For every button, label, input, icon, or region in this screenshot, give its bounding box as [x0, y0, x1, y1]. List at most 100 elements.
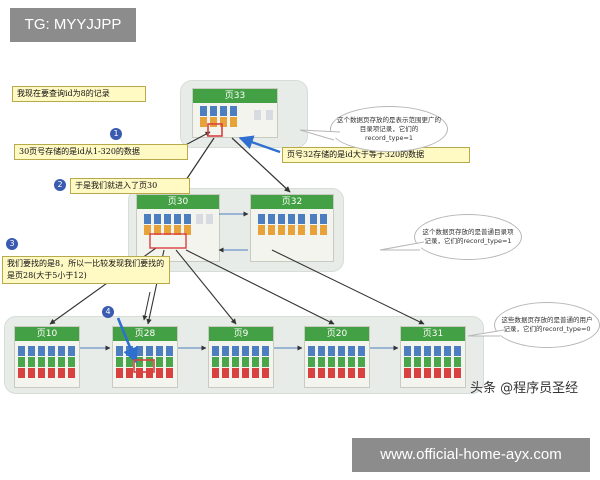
record-cell — [48, 346, 55, 356]
record-cell — [310, 214, 317, 224]
record-cell — [220, 106, 227, 116]
record-cell — [48, 357, 55, 367]
record-cell — [414, 368, 421, 378]
record-cell — [258, 214, 265, 224]
callout-root: 这个数据页存放的是表示范围更广的目录项记录，它们的record_type=1 — [330, 106, 448, 152]
callout-leaf: 这些数据页存放的是普通的用户记录，它们的record_type=0 — [494, 302, 600, 348]
record-cell — [328, 368, 335, 378]
record-cell — [156, 357, 163, 367]
record-cell — [404, 368, 411, 378]
record-cell — [414, 346, 421, 356]
step-marker-4: 4 — [102, 306, 114, 318]
record-cell — [200, 106, 207, 116]
note-page30-range: 30页号存储的是id从1-320的数据 — [14, 144, 188, 160]
record-cell — [308, 346, 315, 356]
record-cell — [252, 368, 259, 378]
record-cell — [230, 106, 237, 116]
record-cell — [38, 357, 45, 367]
record-cell — [184, 214, 191, 224]
note-enter-page30: 于是我们就进入了页30 — [70, 178, 190, 194]
record-cell — [258, 225, 265, 235]
record-cell — [212, 357, 219, 367]
record-cell — [268, 214, 275, 224]
record-cell — [230, 117, 237, 127]
record-cell — [252, 346, 259, 356]
record-cell — [328, 346, 335, 356]
page-title: 页20 — [305, 327, 369, 341]
record-cell — [136, 357, 143, 367]
record-cell — [166, 346, 173, 356]
record-cell — [358, 346, 365, 356]
note-query: 我现在要查询id为8的记录 — [12, 86, 146, 102]
record-cell — [298, 214, 305, 224]
record-cell — [18, 357, 25, 367]
record-cell — [144, 214, 151, 224]
page-title: 页9 — [209, 327, 273, 341]
record-cell — [136, 346, 143, 356]
record-cell — [164, 225, 171, 235]
record-cell — [358, 357, 365, 367]
record-cell — [338, 357, 345, 367]
record-cell — [196, 214, 203, 224]
record-cell — [242, 357, 249, 367]
highlight-root-cell — [207, 123, 223, 137]
record-cell — [210, 117, 217, 127]
record-cell — [166, 357, 173, 367]
record-cell — [18, 346, 25, 356]
record-cell — [184, 225, 191, 235]
record-cell — [278, 225, 285, 235]
highlight-page30-cells — [149, 233, 187, 249]
record-cell — [348, 368, 355, 378]
record-cell — [404, 346, 411, 356]
record-cell — [242, 368, 249, 378]
record-cell — [232, 346, 239, 356]
record-cell — [254, 110, 261, 120]
record-cell — [288, 214, 295, 224]
record-cell — [328, 357, 335, 367]
record-cell — [318, 357, 325, 367]
record-cell — [38, 346, 45, 356]
callout-middle: 这个数据页存放的是普通目录项记录，它们的record_type=1 — [414, 214, 522, 260]
source-credit: 头条 @程序员圣经 — [470, 381, 579, 396]
record-cell — [58, 368, 65, 378]
record-cell — [318, 346, 325, 356]
watermark-bottom: www.official-home-ayx.com — [352, 438, 590, 472]
record-cell — [164, 214, 171, 224]
record-cell — [220, 117, 227, 127]
step-marker-1: 1 — [110, 128, 122, 140]
record-cell — [68, 346, 75, 356]
pointer-note-4 — [116, 317, 138, 364]
record-cell — [308, 368, 315, 378]
record-cell — [28, 346, 35, 356]
record-cell — [308, 357, 315, 367]
record-cell — [28, 368, 35, 378]
record-cell — [298, 225, 305, 235]
arrow-page30-to-page20 — [185, 249, 335, 325]
record-cell — [212, 346, 219, 356]
watermark-top: TG: MYYJJPP — [10, 8, 136, 42]
record-cell — [278, 214, 285, 224]
step-marker-3: 3 — [6, 238, 18, 250]
pointer-note-3 — [142, 291, 151, 321]
record-cell — [414, 357, 421, 367]
record-cell — [166, 368, 173, 378]
record-cell — [348, 346, 355, 356]
record-cell — [454, 357, 461, 367]
record-cell — [126, 368, 133, 378]
page-title: 页28 — [113, 327, 177, 341]
record-cell — [454, 346, 461, 356]
page-title: 页32 — [251, 195, 333, 209]
record-cell — [18, 368, 25, 378]
record-cell — [68, 357, 75, 367]
record-cell — [156, 368, 163, 378]
record-cell — [58, 357, 65, 367]
record-cell — [348, 357, 355, 367]
record-cell — [320, 214, 327, 224]
record-cell — [288, 225, 295, 235]
record-cell — [310, 225, 317, 235]
record-cell — [262, 368, 269, 378]
page-title: 页30 — [137, 195, 219, 209]
record-cell — [444, 346, 451, 356]
record-cell — [116, 368, 123, 378]
page-title: 页31 — [401, 327, 465, 341]
